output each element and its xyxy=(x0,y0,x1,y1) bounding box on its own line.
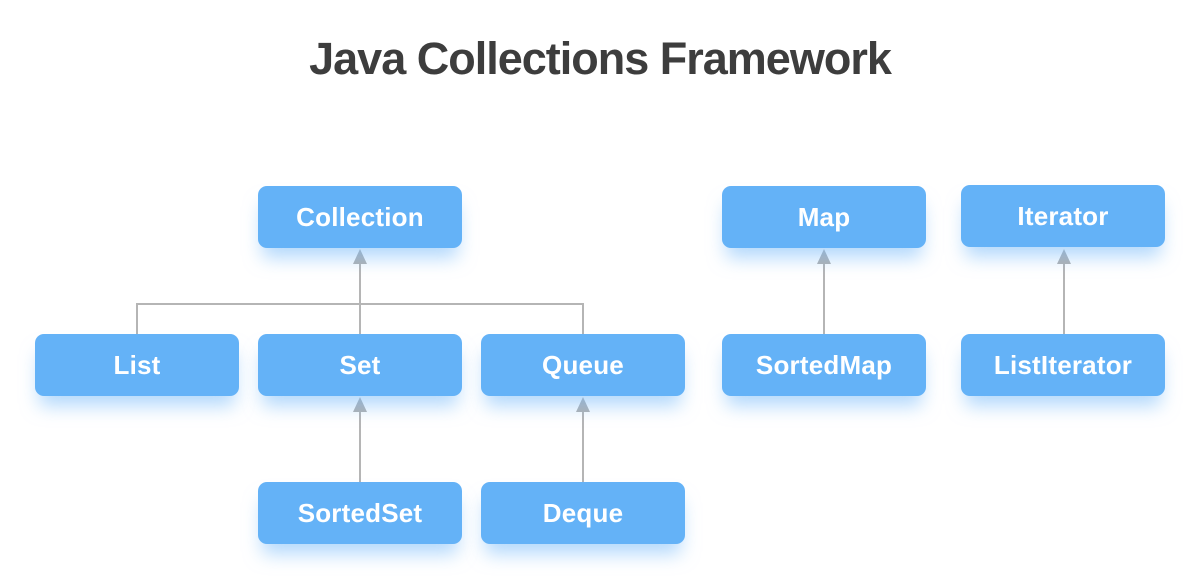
connector-bus-list-queue xyxy=(136,303,584,334)
arrowhead-map xyxy=(817,249,831,264)
diagram-title: Java Collections Framework xyxy=(309,33,892,84)
arrowhead-queue xyxy=(576,397,590,412)
arrowhead-set xyxy=(353,397,367,412)
node-list: List xyxy=(35,334,239,396)
node-sortedset: SortedSet xyxy=(258,482,462,544)
node-listiterator: ListIterator xyxy=(961,334,1165,396)
node-iterator: Iterator xyxy=(961,185,1165,247)
arrowhead-iterator xyxy=(1057,249,1071,264)
node-deque: Deque xyxy=(481,482,685,544)
node-queue: Queue xyxy=(481,334,685,396)
node-set: Set xyxy=(258,334,462,396)
arrowhead-collection xyxy=(353,249,367,264)
node-sortedmap: SortedMap xyxy=(722,334,926,396)
node-collection: Collection xyxy=(258,186,462,248)
node-map: Map xyxy=(722,186,926,248)
